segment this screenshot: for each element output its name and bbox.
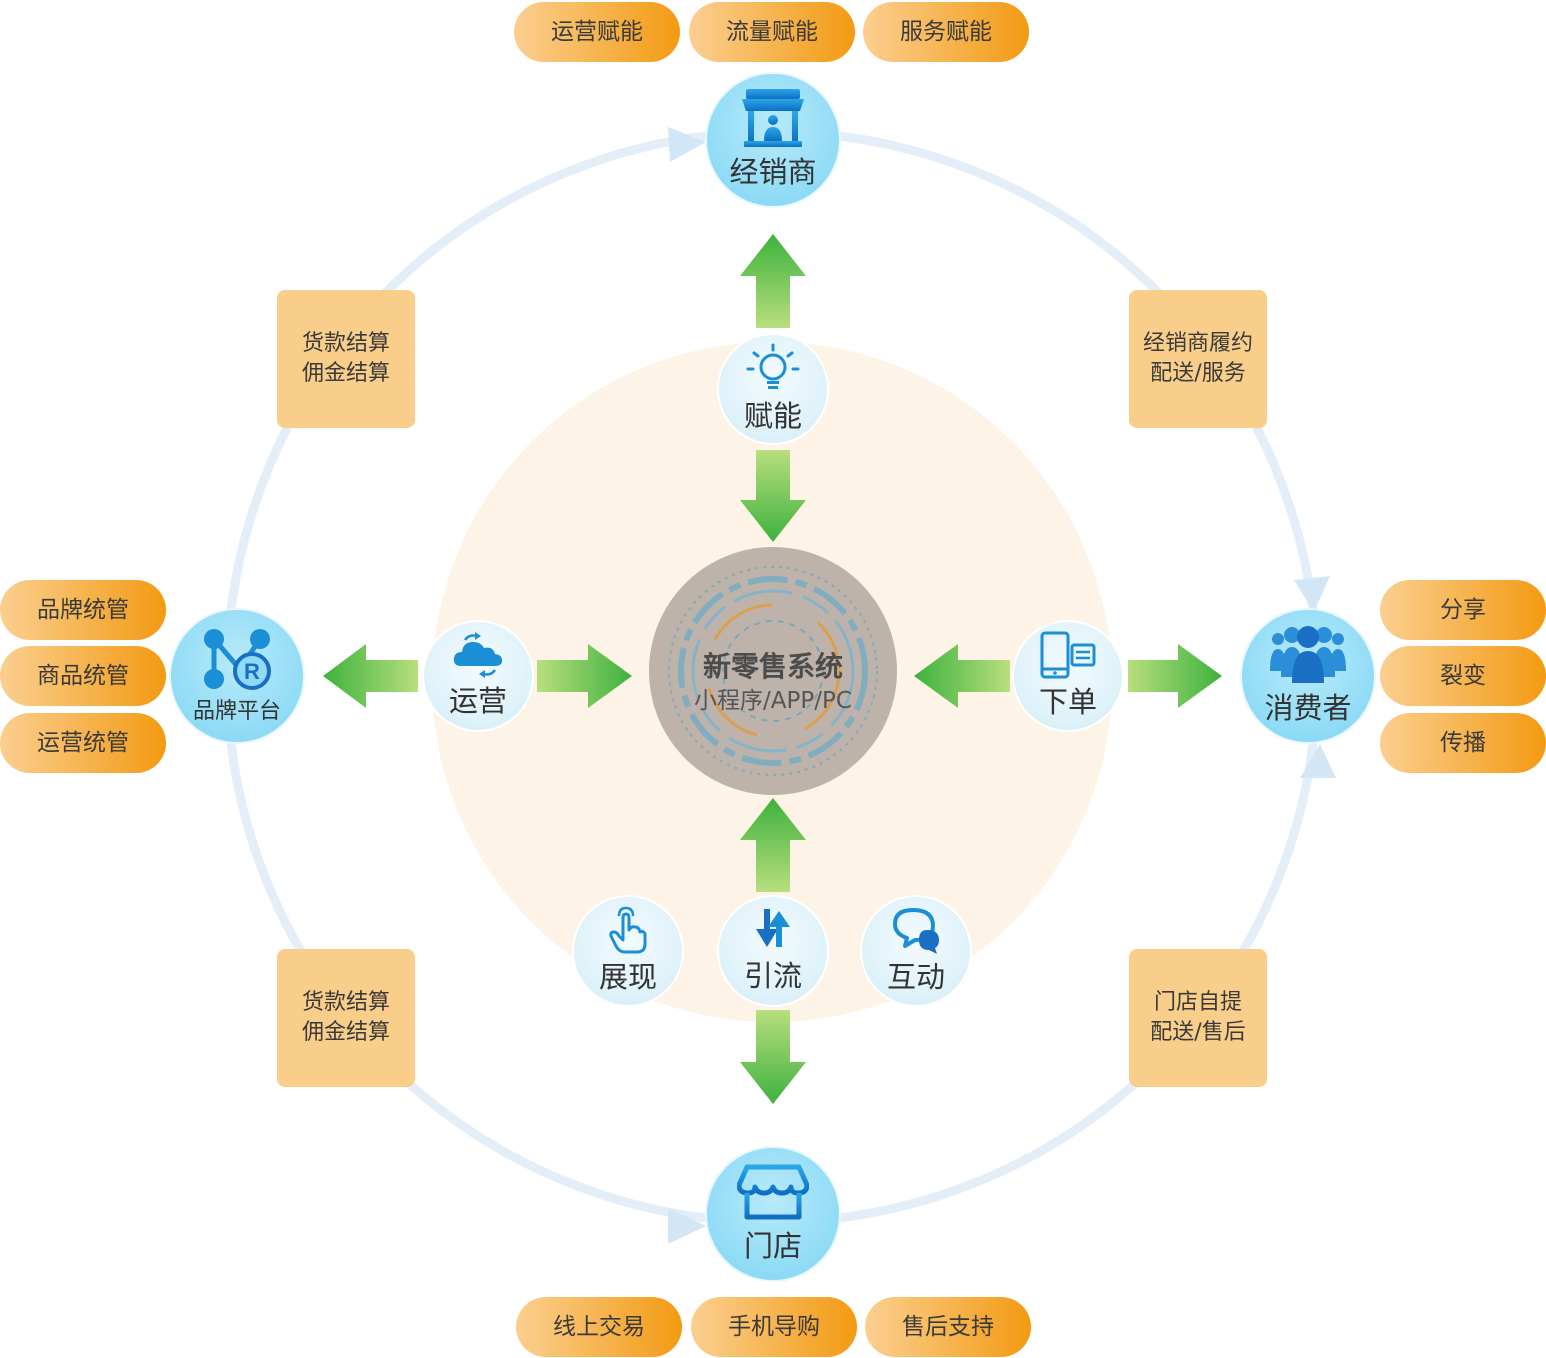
inner-traffic-label: 引流 xyxy=(743,959,802,993)
node-store[interactable]: 门店 xyxy=(705,1146,841,1282)
center-system-circle: 新零售系统 小程序/APP/PC xyxy=(649,547,897,795)
inner-traffic[interactable]: 引流 xyxy=(717,895,829,1007)
arrow-to-store xyxy=(740,1010,806,1104)
cloud-sync-icon xyxy=(453,632,503,678)
node-brand-platform[interactable]: R 品牌平台 xyxy=(169,608,305,744)
node-store-label: 门店 xyxy=(743,1229,802,1263)
box-bottom-right: 门店自提 配送/售后 xyxy=(1129,949,1267,1087)
pill-top-1[interactable]: 运营赋能 xyxy=(514,2,680,62)
ring-arrowhead-right-upper xyxy=(1294,576,1330,612)
inner-order-label: 下单 xyxy=(1038,685,1097,719)
box-bottom-left-line2: 佣金结算 xyxy=(301,1020,390,1045)
pill-bottom-1[interactable]: 线上交易 xyxy=(516,1297,682,1357)
pill-right-2[interactable]: 裂变 xyxy=(1380,646,1546,706)
inner-empower-label: 赋能 xyxy=(743,399,802,433)
registered-brand-icon: R xyxy=(204,629,271,690)
tech-ring-graphic xyxy=(668,566,878,776)
box-top-right: 经销商履约 配送/服务 xyxy=(1129,290,1267,428)
node-dealer-label: 经销商 xyxy=(729,155,817,189)
box-top-left-line2: 佣金结算 xyxy=(301,361,390,386)
center-subtitle: 小程序/APP/PC xyxy=(694,688,852,714)
ring-arrowhead-right-lower xyxy=(1300,744,1336,778)
arrow-operate-to-center xyxy=(537,644,632,708)
tap-hand-icon xyxy=(609,906,647,954)
inner-order[interactable]: 下单 xyxy=(1012,620,1124,732)
box-bottom-right-line2: 配送/售后 xyxy=(1150,1020,1246,1045)
svg-text:R: R xyxy=(244,659,260,684)
box-bottom-right-line1: 门店自提 xyxy=(1153,990,1242,1015)
up-down-arrows-icon xyxy=(756,909,790,947)
node-brand-platform-label: 品牌平台 xyxy=(192,699,281,724)
ring-arrowhead-top xyxy=(668,127,706,162)
pill-right-3[interactable]: 传播 xyxy=(1380,713,1546,773)
arrow-empower-to-center xyxy=(740,450,806,542)
users-group-icon xyxy=(1270,626,1346,683)
inner-interact-label: 互动 xyxy=(886,960,945,994)
lightbulb-icon xyxy=(746,343,800,389)
inner-operate-label: 运营 xyxy=(448,684,507,718)
box-bottom-left: 货款结算 佣金结算 xyxy=(277,949,415,1087)
chat-bubbles-icon xyxy=(893,908,939,954)
box-top-right-line1: 经销商履约 xyxy=(1142,331,1253,356)
inner-display-label: 展现 xyxy=(598,960,657,994)
arrow-to-dealer xyxy=(740,234,806,328)
node-dealer[interactable]: 经销商 xyxy=(705,72,841,208)
pill-right-1[interactable]: 分享 xyxy=(1380,580,1546,640)
center-title: 新零售系统 xyxy=(702,650,843,683)
mobile-order-icon xyxy=(1040,631,1096,679)
pill-top-3[interactable]: 服务赋能 xyxy=(863,2,1029,62)
pill-left-1[interactable]: 品牌统管 xyxy=(0,580,166,640)
pill-left-3[interactable]: 运营统管 xyxy=(0,713,166,773)
arrow-to-consumer xyxy=(1128,644,1222,708)
arrow-to-brand xyxy=(323,644,418,708)
shop-icon xyxy=(737,1164,809,1220)
node-consumer-label: 消费者 xyxy=(1264,691,1352,725)
box-bottom-left-line1: 货款结算 xyxy=(301,990,390,1015)
pill-top-2[interactable]: 流量赋能 xyxy=(689,2,855,62)
pill-bottom-3[interactable]: 售后支持 xyxy=(865,1297,1031,1357)
inner-operate[interactable]: 运营 xyxy=(422,620,534,732)
box-top-left-line1: 货款结算 xyxy=(301,331,390,356)
pill-bottom-2[interactable]: 手机导购 xyxy=(691,1297,857,1357)
pill-left-2[interactable]: 商品统管 xyxy=(0,646,166,706)
storefront-icon xyxy=(742,89,804,147)
box-top-left: 货款结算 佣金结算 xyxy=(277,290,415,428)
arrow-order-to-center xyxy=(914,644,1010,708)
box-top-right-line2: 配送/服务 xyxy=(1150,361,1246,386)
arrow-traffic-to-center xyxy=(740,798,806,892)
ring-arrowhead-bottom xyxy=(668,1208,706,1244)
inner-empower[interactable]: 赋能 xyxy=(717,333,829,445)
inner-display[interactable]: 展现 xyxy=(572,895,684,1007)
node-consumer[interactable]: 消费者 xyxy=(1240,608,1376,744)
inner-interact[interactable]: 互动 xyxy=(860,895,972,1007)
